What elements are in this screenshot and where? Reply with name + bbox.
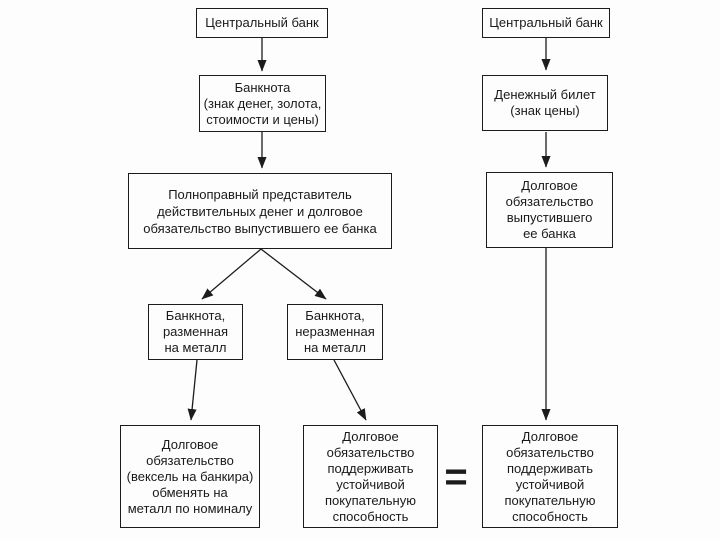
node-money-ticket: Денежный билет (знак цены): [482, 75, 608, 131]
node-banknote-redeemable: Банкнота, разменная на металл: [148, 304, 243, 360]
node-obligation-issuer: Долговое обязательство выпустившего ее б…: [486, 172, 613, 248]
node-central-bank-right: Центральный банк: [482, 8, 610, 38]
node-obligation-exchange-metal: Долговое обязательство (вексель на банки…: [120, 425, 260, 528]
node-central-bank-left: Центральный банк: [196, 8, 328, 38]
node-obligation-purchasing-left: Долговое обязательство поддерживать усто…: [303, 425, 438, 528]
node-full-representative: Полноправный представитель действительны…: [128, 173, 392, 249]
node-obligation-purchasing-right: Долговое обязательство поддерживать усто…: [482, 425, 618, 528]
arrow-representative-to-irredeemable: [260, 248, 327, 300]
node-banknote: Банкнота (знак денег, золота, стоимости …: [199, 75, 326, 132]
arrow-irredeemable-to-purchasing-obligation: [333, 359, 367, 421]
node-banknote-irredeemable: Банкнота, неразменная на металл: [287, 304, 383, 360]
arrow-representative-to-redeemable: [201, 248, 262, 300]
equals-sign: =: [444, 454, 468, 499]
arrow-redeemable-to-exchange-obligation: [187, 359, 198, 421]
